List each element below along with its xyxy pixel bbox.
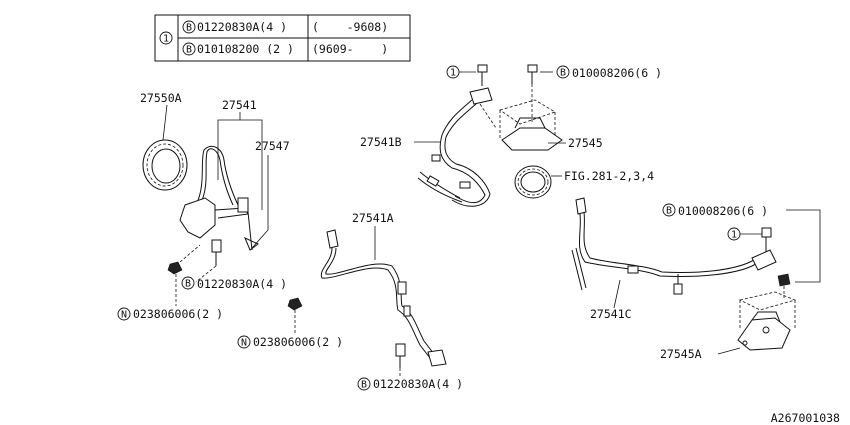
marker-n-mid: N bbox=[241, 338, 247, 349]
label-27541A: 27541A bbox=[352, 211, 394, 225]
label-bolt-left: 01220830A(4 ) bbox=[197, 277, 287, 291]
legend-ref-circle bbox=[159, 31, 173, 45]
marker-ref-top: 1 bbox=[450, 68, 456, 79]
bracket-27545A bbox=[737, 273, 797, 351]
label-fig-reference: FIG.281-2,3,4 bbox=[564, 169, 654, 183]
nut-mid bbox=[287, 297, 303, 335]
label-27547: 27547 bbox=[255, 139, 290, 153]
label-27550A: 27550A bbox=[140, 91, 182, 105]
legend-row-1-range: ( -9608) bbox=[312, 20, 388, 34]
legend-row-2-part: 010108200 (2 ) bbox=[197, 42, 294, 56]
legend-row-2-range: (9609- ) bbox=[312, 42, 388, 56]
sensor-harness-27541C bbox=[571, 197, 777, 295]
marker-b-left: B bbox=[185, 279, 191, 290]
legend-row-1-part: 01220830A(4 ) bbox=[197, 20, 287, 34]
bolt-ref-right bbox=[761, 227, 772, 252]
legend-table: 1 B 01220830A(4 ) ( -9608) B 010108200 (… bbox=[154, 14, 411, 62]
sensor-ring-27550A bbox=[142, 104, 188, 191]
label-27541: 27541 bbox=[222, 98, 257, 112]
nut-left bbox=[167, 244, 201, 306]
label-27545: 27545 bbox=[568, 136, 603, 150]
legend-row-1-marker: B bbox=[186, 23, 192, 34]
label-nut-left: 023806006(2 ) bbox=[133, 307, 223, 321]
marker-b-right: B bbox=[666, 206, 672, 217]
sensor-harness-27541B bbox=[417, 87, 497, 207]
marker-b-bottom: B bbox=[361, 380, 367, 391]
bolt-bottom bbox=[395, 343, 406, 378]
marker-b-top: B bbox=[560, 68, 566, 79]
sensor-harness-27541A bbox=[320, 229, 447, 367]
label-bolt-bottom: 01220830A(4 ) bbox=[373, 377, 463, 391]
legend-row-2-marker: B bbox=[186, 45, 192, 56]
bolt-b-top bbox=[527, 64, 538, 122]
legend-ref-number: 1 bbox=[163, 34, 169, 45]
bracket-27545 bbox=[499, 99, 563, 151]
sensor-harness-27541 bbox=[179, 145, 259, 251]
marker-ref-right: 1 bbox=[731, 230, 737, 241]
label-27545A: 27545A bbox=[660, 347, 702, 361]
bolt-left bbox=[195, 239, 222, 283]
label-bolt-top: 010008206(6 ) bbox=[572, 66, 662, 80]
label-bolt-right: 010008206(6 ) bbox=[678, 204, 768, 218]
tone-ring-fig bbox=[514, 165, 552, 199]
label-27541C: 27541C bbox=[590, 307, 632, 321]
diagram-id: A267001038 bbox=[771, 411, 840, 425]
bolt-ref-top bbox=[477, 64, 488, 86]
marker-n-left: N bbox=[121, 310, 127, 321]
label-27541B: 27541B bbox=[360, 135, 402, 149]
label-nut-mid: 023806006(2 ) bbox=[253, 335, 343, 349]
